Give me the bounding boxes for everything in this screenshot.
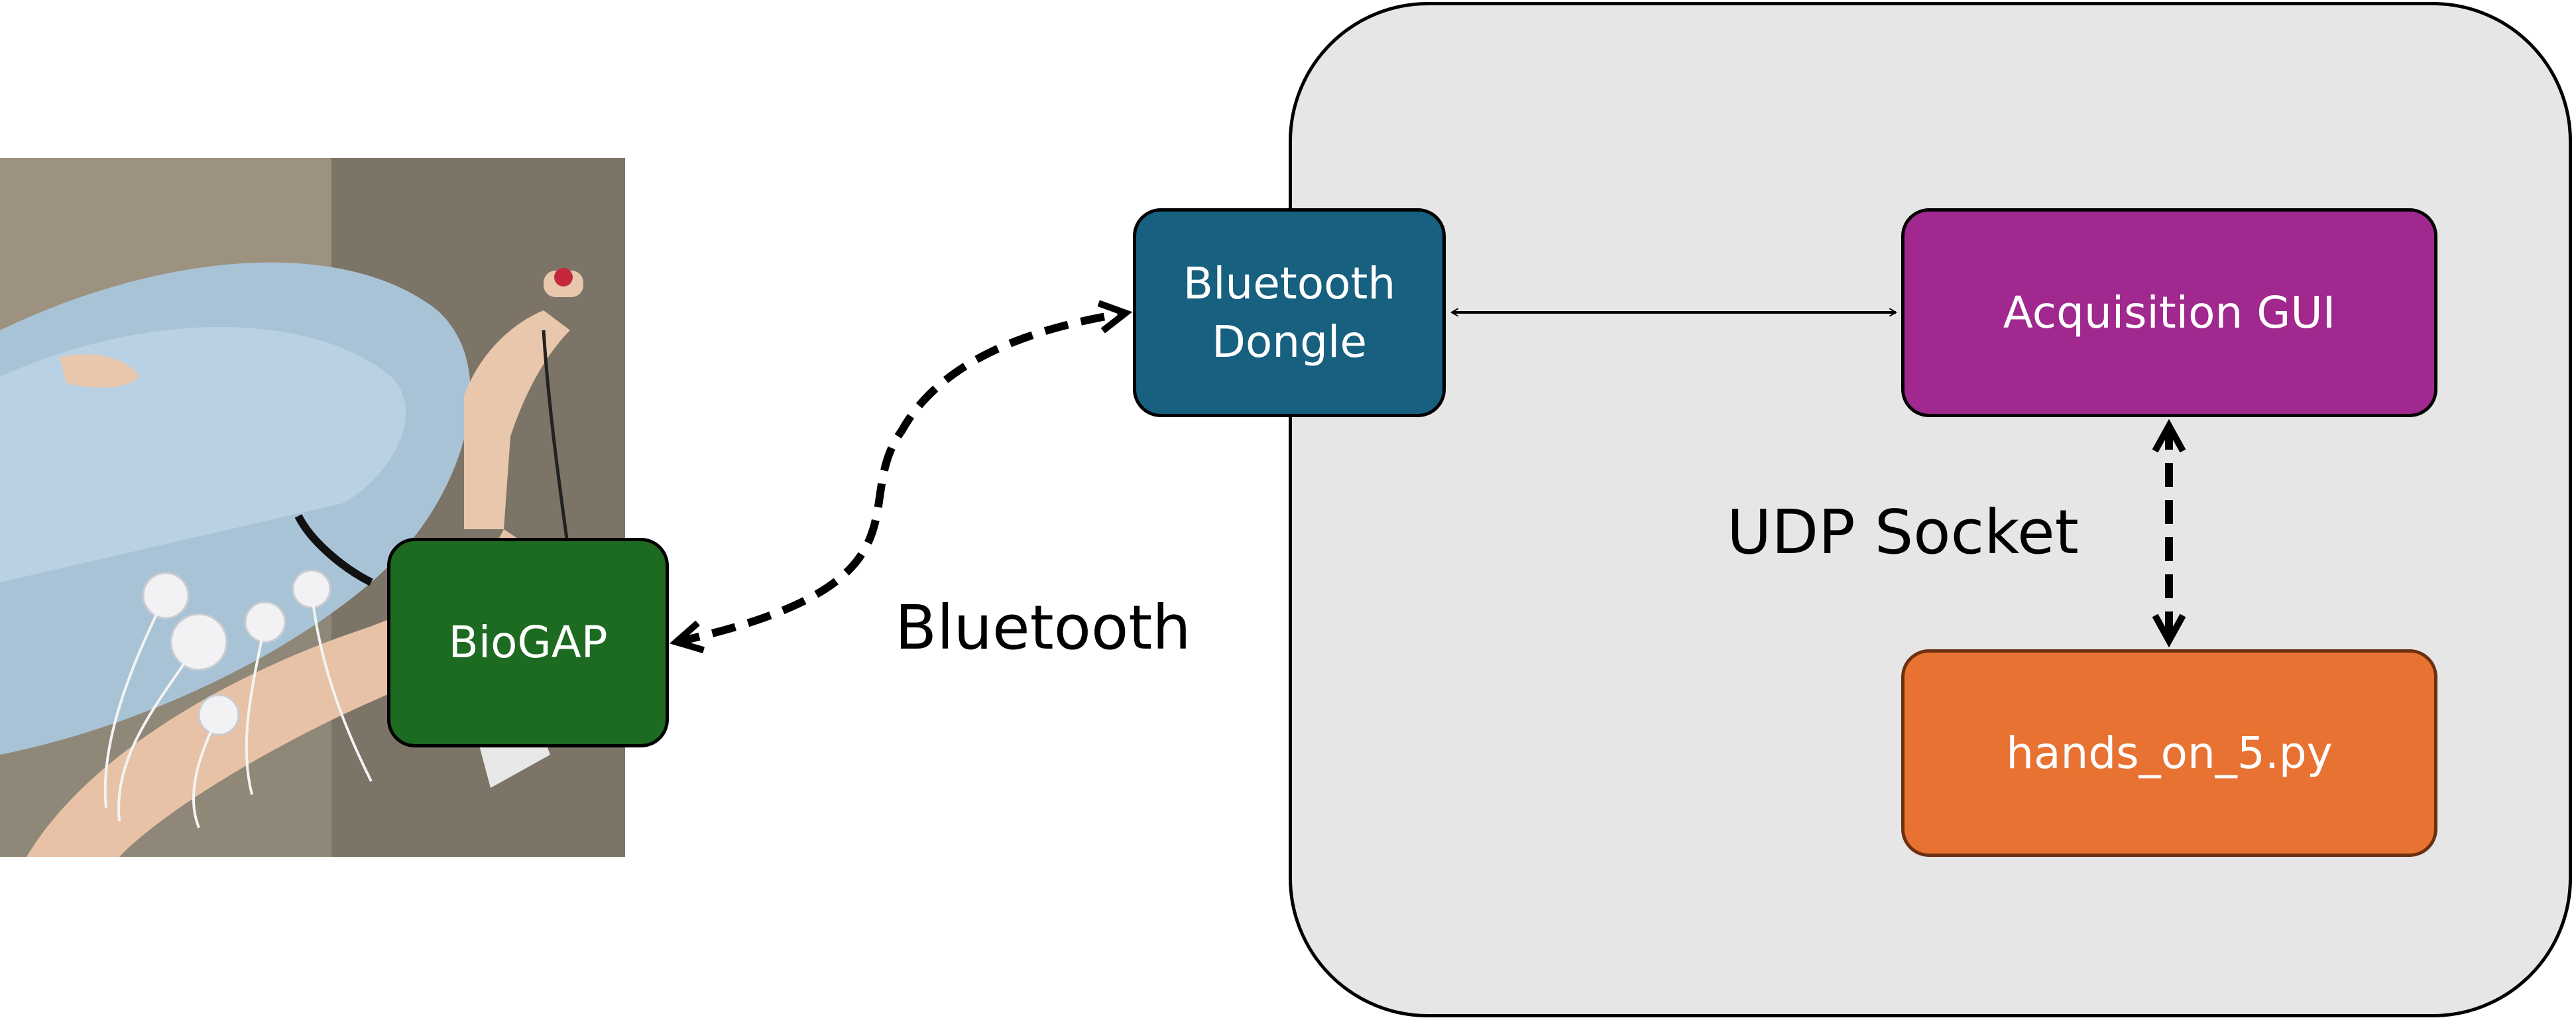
- bluetooth-dongle-node: Bluetooth Dongle: [1133, 208, 1446, 417]
- bluetooth-edge-label: Bluetooth: [895, 592, 1191, 663]
- biogap-label: BioGAP: [448, 617, 608, 669]
- arm-electrodes-photo: [0, 158, 625, 857]
- acquisition-gui-label: Acquisition GUI: [2003, 287, 2336, 338]
- udp-socket-edge-label: UDP Socket: [1727, 497, 2079, 568]
- dongle-label-line1: Bluetooth: [1183, 257, 1396, 309]
- script-label: hands_on_5.py: [2006, 727, 2333, 779]
- acquisition-gui-node: Acquisition GUI: [1901, 208, 2437, 417]
- script-node: hands_on_5.py: [1901, 649, 2437, 857]
- dongle-label-line2: Dongle: [1212, 316, 1367, 367]
- biogap-node: BioGAP: [387, 538, 669, 747]
